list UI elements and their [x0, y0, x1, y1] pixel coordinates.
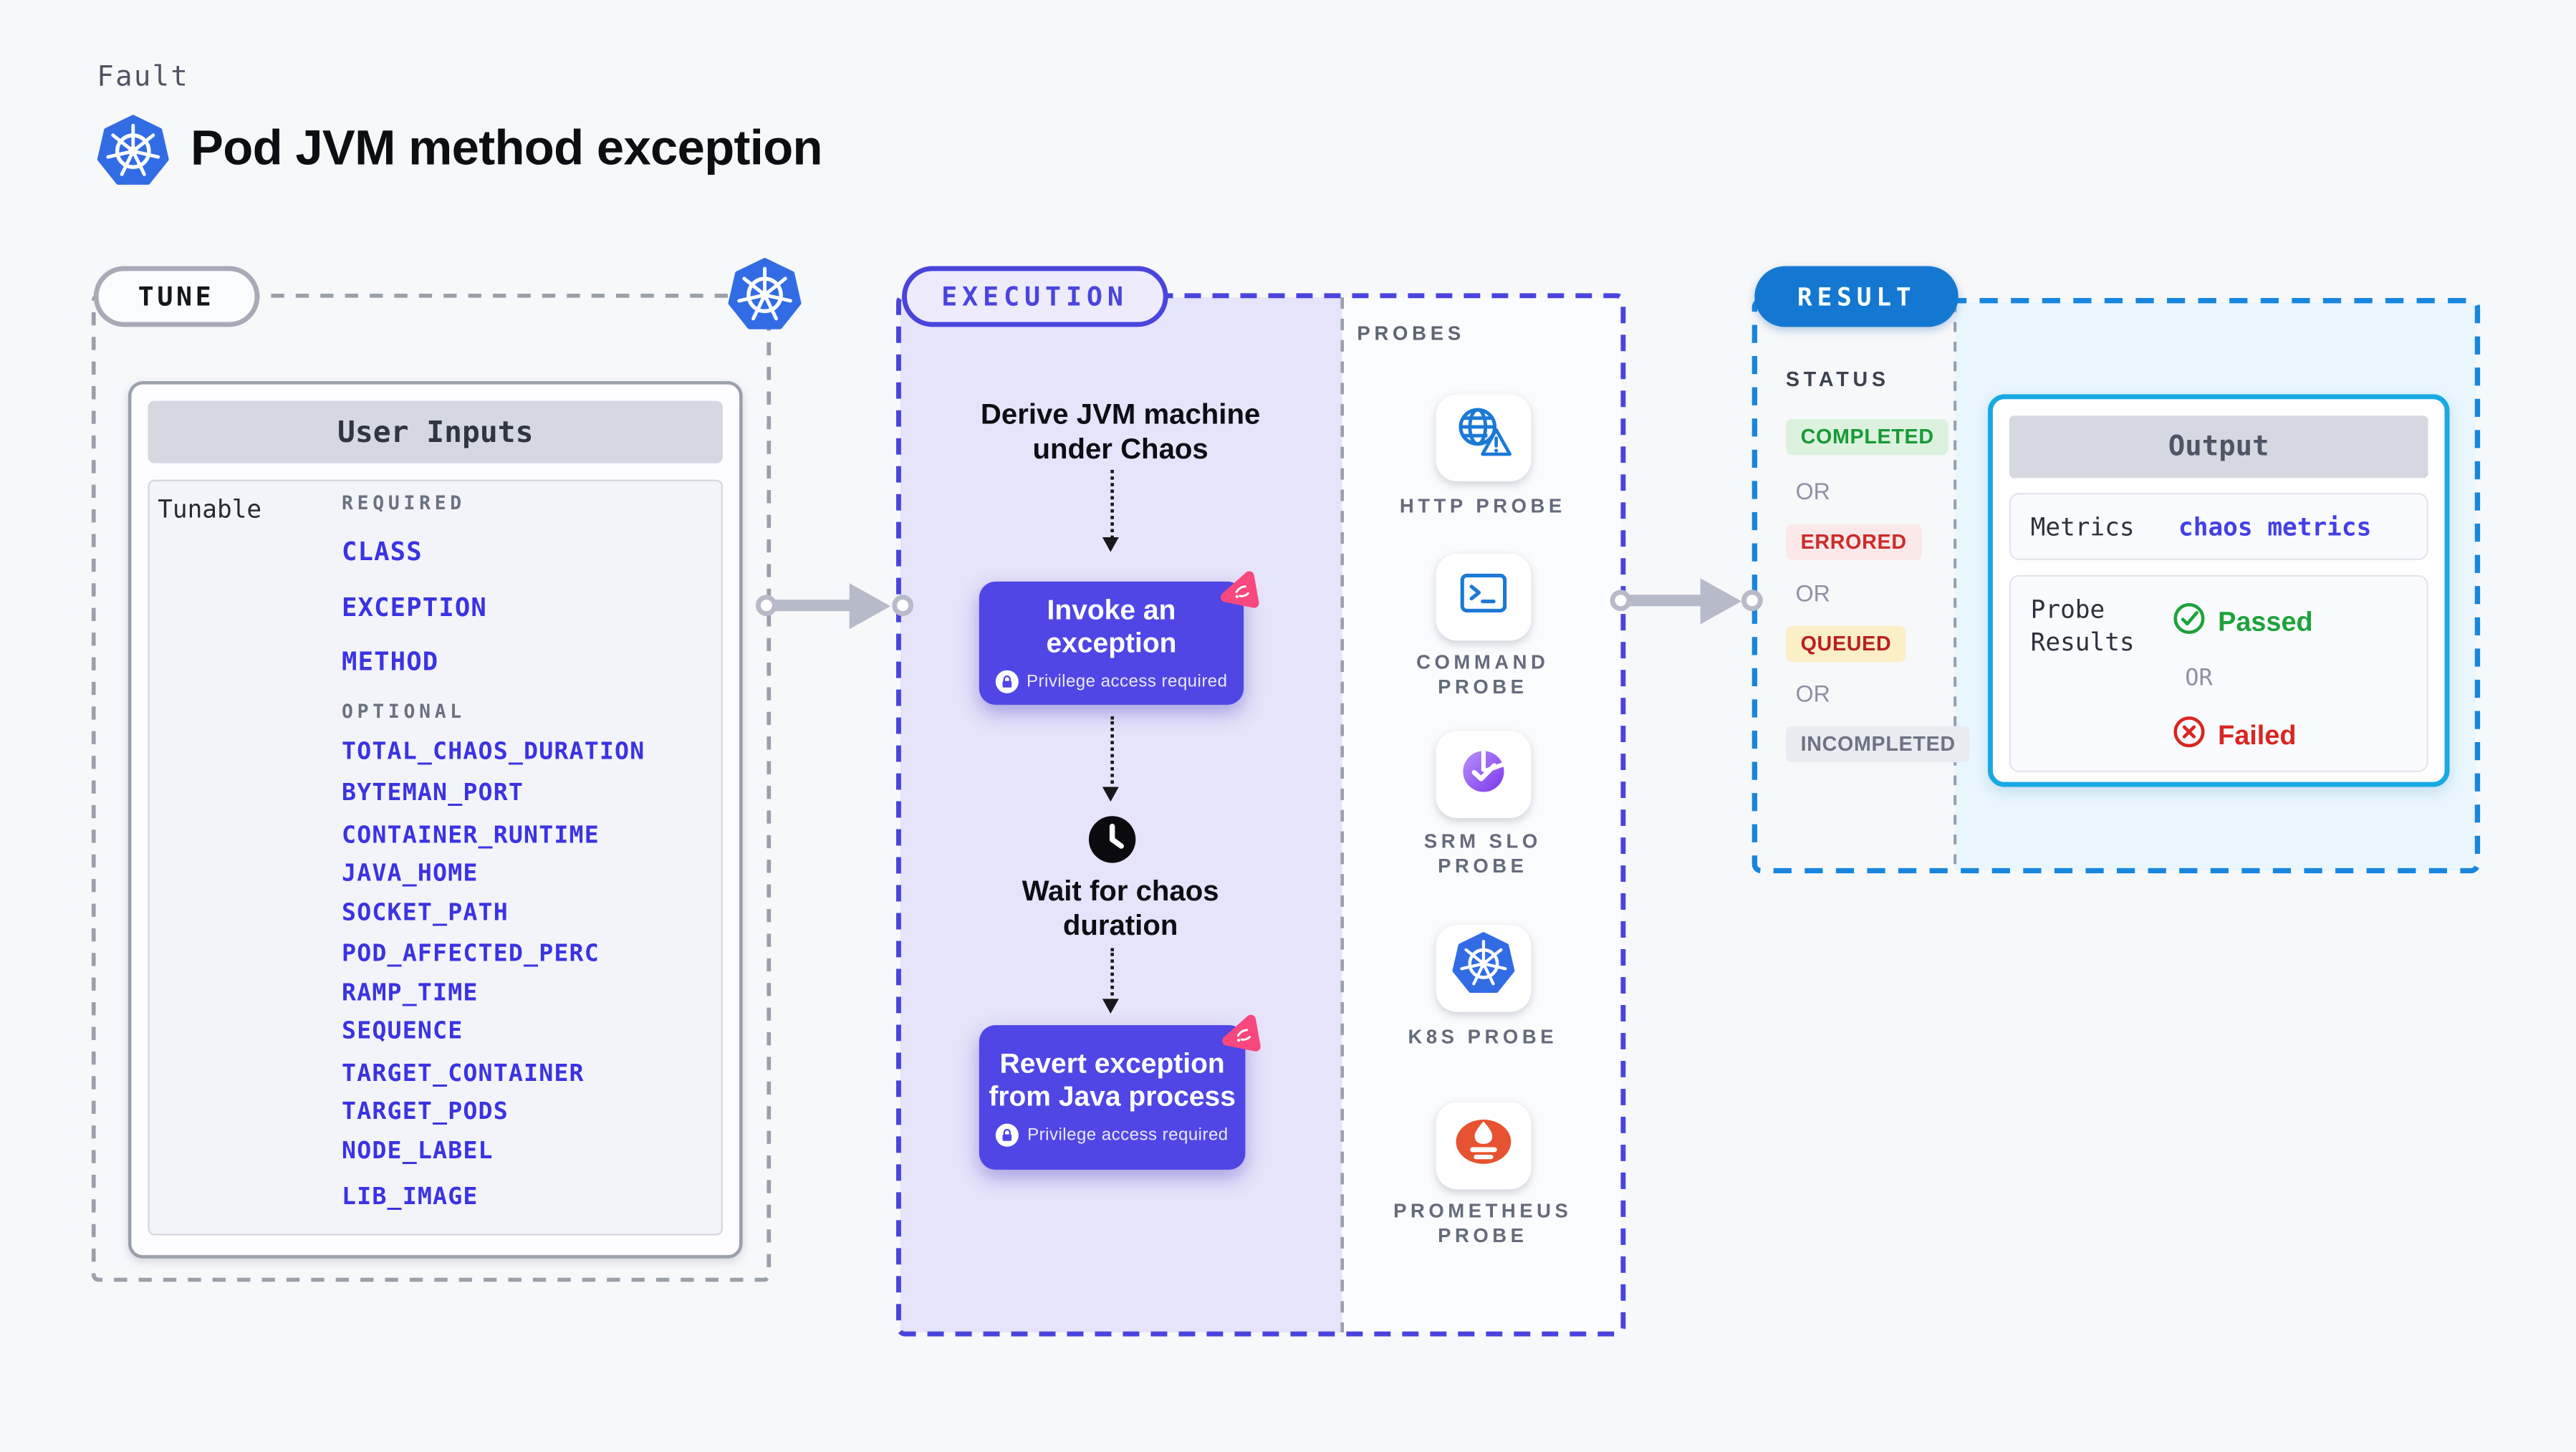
output-title: Output [2009, 415, 2428, 479]
input-link-pod-affected-perc[interactable]: POD_AFFECTED_PERC [342, 941, 600, 968]
arrow-right-icon [769, 582, 891, 629]
input-link-socket-path[interactable]: SOCKET_PATH [342, 900, 509, 927]
derive-step-line1: Derive JVM machine [980, 398, 1261, 431]
status-badge-completed: COMPLETED [1785, 418, 1949, 456]
arrow-right-icon [1623, 577, 1742, 624]
input-link-target-container[interactable]: TARGET_CONTAINER [342, 1061, 585, 1088]
status-badge-incompleted: INCOMPLETED [1785, 726, 1971, 763]
input-link-class[interactable]: CLASS [342, 537, 423, 567]
command-probe-card [1436, 553, 1532, 641]
passed-label: Passed [2218, 607, 2313, 637]
or-separator: OR [1795, 580, 1830, 607]
invoke-exception-label: Invoke an exception [1046, 594, 1177, 658]
input-link-target-pods[interactable]: TARGET_PODS [342, 1099, 509, 1125]
srm-slo-probe-label: SRM SLO PROBE [1423, 830, 1542, 878]
optional-group-label: OPTIONAL [342, 699, 466, 723]
lock-icon [996, 1123, 1019, 1147]
or-separator: OR [1795, 478, 1830, 505]
output-card: Output Metrics chaos metrics Probe Resul… [1988, 394, 2450, 787]
lock-icon [995, 669, 1019, 693]
tunable-label: Tunable [158, 494, 262, 524]
tune-badge: TUNE [93, 266, 259, 327]
input-link-ramp-time[interactable]: RAMP_TIME [342, 981, 479, 1007]
or-separator: OR [1795, 680, 1830, 707]
metrics-value: chaos metrics [2178, 511, 2372, 542]
invoke-exception-node: Invoke an exception Privilege access req… [979, 582, 1244, 705]
user-inputs-title: User Inputs [148, 400, 724, 463]
k8s-probe-card [1436, 925, 1532, 1012]
failed-result: Failed [2172, 715, 2297, 758]
probe-results-label: Probe Results [2030, 595, 2135, 658]
input-link-container-runtime[interactable]: CONTAINER_RUNTIME [342, 822, 600, 850]
execution-badge: EXECUTION [902, 266, 1168, 327]
kubernetes-icon [95, 113, 170, 191]
dotted-arrow-icon [1102, 716, 1119, 802]
globe-warning-icon [1452, 403, 1514, 473]
wait-step-line2: duration [1062, 908, 1178, 942]
fault-kicker: Fault [97, 60, 190, 94]
http-probe-card [1436, 394, 1532, 481]
kubernetes-icon [1451, 931, 1517, 1005]
probes-label: PROBES [1357, 322, 1465, 345]
status-label: STATUS [1785, 367, 1890, 391]
srm-slo-probe-card [1436, 731, 1532, 819]
k8s-probe-label: K8S PROBE [1408, 1025, 1558, 1049]
input-link-node-label[interactable]: NODE_LABEL [342, 1138, 494, 1165]
connector-dot [1610, 590, 1632, 612]
command-probe-label: COMMAND PROBE [1416, 650, 1549, 698]
input-link-byteman-port[interactable]: BYTEMAN_PORT [342, 780, 524, 807]
check-circle-icon [2172, 601, 2206, 644]
failed-label: Failed [2218, 720, 2297, 750]
input-link-java-home[interactable]: JAVA_HOME [342, 860, 479, 888]
status-badge-queued: QUEUED [1785, 625, 1906, 663]
input-link-total-chaos-duration[interactable]: TOTAL_CHAOS_DURATION [342, 739, 645, 766]
dotted-arrow-icon [1102, 469, 1119, 552]
slo-check-icon [1452, 739, 1514, 810]
revert-exception-node: Revert exception from Java process Privi… [979, 1025, 1246, 1170]
revert-exception-label-line2: from Java process [989, 1081, 1236, 1112]
privilege-note: Privilege access required [1027, 670, 1228, 691]
x-circle-icon [2172, 715, 2206, 758]
prometheus-probe-card [1436, 1102, 1532, 1190]
privilege-note: Privilege access required [1027, 1125, 1229, 1145]
or-separator: OR [2185, 665, 2213, 692]
prometheus-probe-label: PROMETHEUS PROBE [1393, 1199, 1572, 1247]
clock-icon [1087, 815, 1137, 872]
terminal-icon [1454, 564, 1514, 631]
wait-step-line1: Wait for chaos [1022, 874, 1219, 907]
metrics-row: Metrics chaos metrics [2009, 493, 2428, 561]
input-link-exception[interactable]: EXCEPTION [342, 592, 487, 623]
result-badge: RESULT [1754, 266, 1959, 327]
connector-dot [1741, 590, 1763, 612]
metrics-label: Metrics [2030, 511, 2135, 542]
derive-step-line2: under Chaos [1032, 432, 1208, 466]
dotted-arrow-icon [1102, 948, 1119, 1014]
probe-results-row: Probe Results Passed OR Failed [2009, 574, 2428, 772]
passed-result: Passed [2172, 601, 2313, 644]
input-link-lib-image[interactable]: LIB_IMAGE [342, 1184, 479, 1211]
http-probe-label: HTTP PROBE [1399, 494, 1566, 518]
required-group-label: REQUIRED [342, 491, 466, 514]
input-link-sequence[interactable]: SEQUENCE [342, 1018, 463, 1045]
connector-dot [892, 595, 914, 617]
status-badge-errored: ERRORED [1785, 524, 1922, 561]
prometheus-icon [1449, 1107, 1518, 1185]
chaos-badge-icon [1215, 564, 1264, 613]
kubernetes-icon [726, 256, 804, 335]
input-link-method[interactable]: METHOD [342, 647, 439, 677]
connector-dot [755, 595, 777, 617]
revert-exception-label-line1: Revert exception [999, 1048, 1225, 1080]
page-title: Pod JVM method exception [191, 121, 823, 176]
chaos-badge-icon [1217, 1008, 1266, 1057]
